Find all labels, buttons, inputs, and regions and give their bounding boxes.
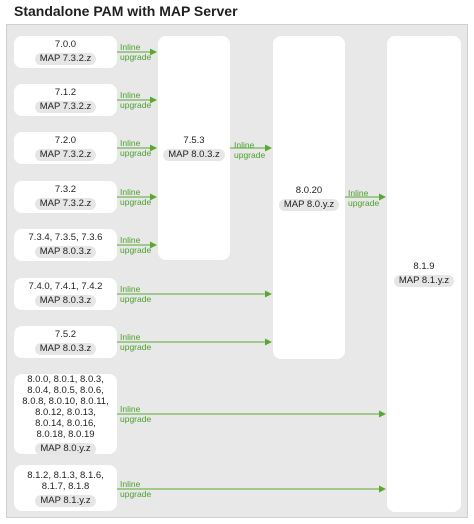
stage-version: 8.1.9 xyxy=(413,261,435,272)
source-box-7.3.2: 7.3.2 MAP 7.3.2.z xyxy=(14,181,117,213)
source-box-7.2.0: 7.2.0 MAP 7.3.2.z xyxy=(14,132,117,164)
source-version: 7.3.4, 7.3.5, 7.3.6 xyxy=(28,232,103,243)
map-badge: MAP 7.3.2.z xyxy=(34,198,97,210)
source-box-7.1.2: 7.1.2 MAP 7.3.2.z xyxy=(14,84,117,116)
stage-box-7.5.3: 7.5.3 MAP 8.0.3.z xyxy=(158,36,230,260)
source-version: 7.1.2 xyxy=(54,87,77,98)
source-version: 7.5.2 xyxy=(54,329,77,340)
source-box-7.3.4: 7.3.4, 7.3.5, 7.3.6 MAP 8.0.3.z xyxy=(14,229,117,261)
source-version: 7.4.0, 7.4.1, 7.4.2 xyxy=(28,281,103,292)
map-badge: MAP 8.0.3.z xyxy=(163,149,225,161)
source-version: 7.2.0 xyxy=(54,135,77,146)
source-version: 8.0.0, 8.0.1, 8.0.3, 8.0.4, 8.0.5, 8.0.6… xyxy=(22,373,109,440)
stage-box-8.0.20: 8.0.20 MAP 8.0.y.z xyxy=(273,36,345,359)
diagram-title: Standalone PAM with MAP Server xyxy=(14,3,238,19)
map-badge: MAP 8.0.3.z xyxy=(34,295,97,307)
map-badge: MAP 7.3.2.z xyxy=(34,101,97,113)
map-badge: MAP 7.3.2.z xyxy=(34,53,97,65)
map-badge: MAP 8.0.y.z xyxy=(35,442,96,455)
stage-box-8.1.9: 8.1.9 MAP 8.1.y.z xyxy=(387,36,461,512)
source-version: 7.0.0 xyxy=(54,39,77,50)
stage-version: 8.0.20 xyxy=(295,184,323,196)
source-version: 7.3.2 xyxy=(54,184,77,195)
map-badge: MAP 8.0.y.z xyxy=(278,198,340,211)
map-badge: MAP 7.3.2.z xyxy=(34,149,97,161)
source-box-7.0.0: 7.0.0 MAP 7.3.2.z xyxy=(14,36,117,68)
source-box-7.4.0: 7.4.0, 7.4.1, 7.4.2 MAP 8.0.3.z xyxy=(14,278,117,310)
map-badge: MAP 8.1.y.z xyxy=(35,494,96,507)
source-version: 8.1.2, 8.1.3, 8.1.6, 8.1.7, 8.1.8 xyxy=(27,469,104,492)
map-badge: MAP 8.1.y.z xyxy=(393,275,455,287)
map-badge: MAP 8.0.3.z xyxy=(34,246,97,258)
source-box-8.0.x: 8.0.0, 8.0.1, 8.0.3, 8.0.4, 8.0.5, 8.0.6… xyxy=(14,373,117,455)
stage-version: 7.5.3 xyxy=(183,135,205,146)
source-box-7.5.2: 7.5.2 MAP 8.0.3.z xyxy=(14,326,117,358)
map-badge: MAP 8.0.3.z xyxy=(34,343,97,355)
source-box-8.1.x: 8.1.2, 8.1.3, 8.1.6, 8.1.7, 8.1.8 MAP 8.… xyxy=(14,465,117,511)
